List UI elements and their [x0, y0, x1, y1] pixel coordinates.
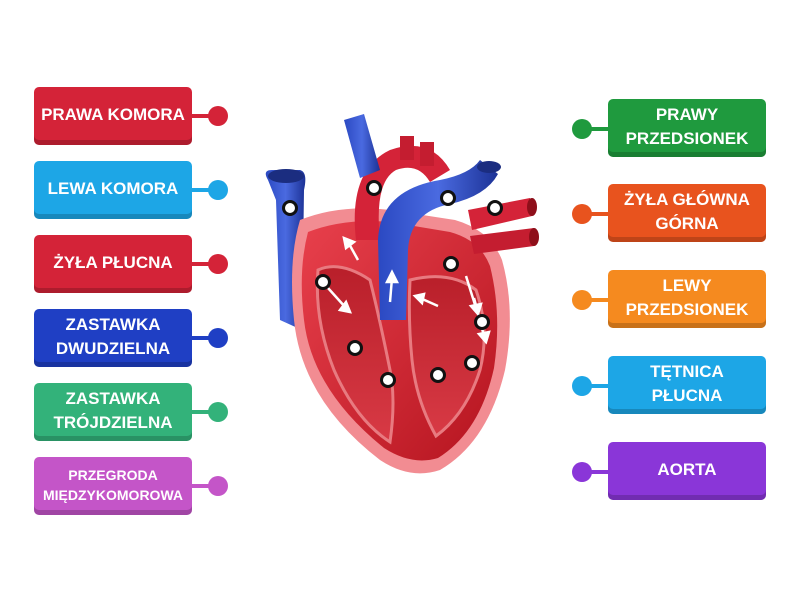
connector-line: [192, 484, 216, 488]
drop-target[interactable]: [315, 274, 331, 290]
label-card[interactable]: ŻYŁA GŁÓWNA GÓRNA: [608, 184, 766, 242]
label-card[interactable]: PRAWY PRZEDSIONEK: [608, 99, 766, 157]
label-card[interactable]: TĘTNICA PŁUCNA: [608, 356, 766, 414]
aorta-branch: [400, 136, 414, 160]
label-handle[interactable]: [572, 290, 592, 310]
connector-line: [584, 127, 608, 131]
drop-target[interactable]: [380, 372, 396, 388]
pulmonary-artery: [378, 160, 498, 320]
connector-line: [584, 212, 608, 216]
drop-target[interactable]: [443, 256, 459, 272]
upper-vessel: [344, 114, 380, 178]
label-handle[interactable]: [208, 328, 228, 348]
connector-line: [584, 384, 608, 388]
connector-line: [192, 262, 216, 266]
left-ventricle-cavity: [407, 275, 486, 439]
label-card[interactable]: PRZEGRODA MIĘDZYKOMOROWA: [34, 457, 192, 515]
label-handle[interactable]: [208, 106, 228, 126]
drop-target[interactable]: [474, 314, 490, 330]
label-handle[interactable]: [208, 254, 228, 274]
label-handle[interactable]: [208, 402, 228, 422]
heart-diagram: [265, 114, 539, 474]
connector-line: [192, 114, 216, 118]
drop-target[interactable]: [464, 355, 480, 371]
label-handle[interactable]: [572, 119, 592, 139]
label-card[interactable]: PRAWA KOMORA: [34, 87, 192, 145]
label-handle[interactable]: [572, 204, 592, 224]
label-card[interactable]: ZASTAWKA TRÓJDZIELNA: [34, 383, 192, 441]
vessel-opening: [477, 161, 501, 173]
vessel-opening: [529, 228, 539, 246]
label-card[interactable]: LEWA KOMORA: [34, 161, 192, 219]
connector-line: [192, 336, 216, 340]
vein-opening: [268, 169, 304, 183]
label-card[interactable]: AORTA: [608, 442, 766, 500]
drop-target[interactable]: [487, 200, 503, 216]
drop-target[interactable]: [347, 340, 363, 356]
connector-line: [192, 188, 216, 192]
label-card[interactable]: LEWY PRZEDSIONEK: [608, 270, 766, 328]
label-handle[interactable]: [572, 462, 592, 482]
vessel-opening: [527, 198, 537, 216]
aorta-branch: [420, 142, 434, 166]
label-handle[interactable]: [208, 180, 228, 200]
connector-line: [584, 470, 608, 474]
label-card[interactable]: ZASTAWKA DWUDZIELNA: [34, 309, 192, 367]
connector-line: [192, 410, 216, 414]
connector-line: [584, 298, 608, 302]
drop-target[interactable]: [440, 190, 456, 206]
label-card[interactable]: ŻYŁA PŁUCNA: [34, 235, 192, 293]
label-handle[interactable]: [572, 376, 592, 396]
pulmonary-vein: [470, 228, 534, 254]
label-handle[interactable]: [208, 476, 228, 496]
drop-target[interactable]: [430, 367, 446, 383]
drop-target[interactable]: [366, 180, 382, 196]
drop-target[interactable]: [282, 200, 298, 216]
flow-arrows: [327, 235, 491, 345]
